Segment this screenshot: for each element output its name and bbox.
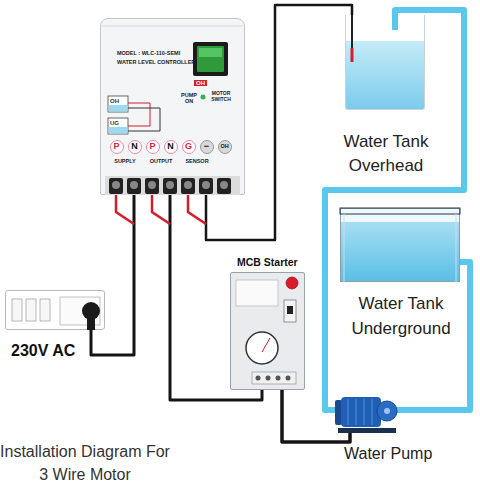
- node-text: N: [165, 141, 176, 152]
- node-text: P: [147, 141, 158, 152]
- node-text: Water Tank Underground: [326, 291, 476, 341]
- motor-cable: [282, 390, 350, 442]
- pump-illustration-part: [335, 400, 342, 425]
- pump-illustration-part: [363, 399, 365, 425]
- underground-tank-details: [340, 208, 460, 282]
- supply-wire: [91, 195, 134, 355]
- node-subtext: WATER LEVEL CONTROLLER: [117, 59, 195, 65]
- delivery-pipe: [325, 10, 464, 410]
- panel-label: OUTPUT: [146, 158, 176, 164]
- node-text: −: [201, 141, 212, 152]
- node-text: N: [129, 141, 140, 152]
- red-wires-part: [188, 195, 206, 224]
- red-wires-part: [116, 195, 134, 224]
- terminal-circle: G: [182, 140, 196, 154]
- pump-illustration-part: [384, 408, 390, 414]
- mcb-starter-box: MCB Starter: [230, 272, 305, 390]
- red-wires-part: [152, 195, 170, 224]
- pump-illustration-part: [355, 399, 357, 425]
- pump-illustration-part: [371, 399, 373, 425]
- node-text: OH: [219, 141, 230, 152]
- node-text: G: [183, 141, 194, 152]
- water-pump: Water Pump: [335, 393, 395, 433]
- terminal-circle: −: [200, 140, 214, 154]
- panel-label: SUPPLY: [110, 158, 140, 164]
- panel-label: PUMP ON: [178, 92, 200, 104]
- node-text: MCB Starter: [237, 256, 298, 268]
- pump-illustration-part: [347, 399, 349, 425]
- panel-label: OH: [110, 98, 119, 104]
- caption-text: Installation Diagram For 3 Wire Motor: [0, 440, 170, 482]
- node-text: 230V AC: [11, 342, 75, 360]
- switchboard: 230V AC: [5, 290, 105, 330]
- panel-label: SENSOR: [182, 158, 212, 164]
- controller-box: MODEL : WLC-110-SEMI WATER LEVEL CONTROLL…: [100, 18, 245, 195]
- panel-label: UG: [110, 120, 119, 126]
- terminal-circle: OH: [218, 140, 232, 154]
- pump-illustration-part: [338, 428, 396, 433]
- terminal-circle: P: [146, 140, 160, 154]
- node-text: Water Pump: [344, 445, 432, 463]
- node-text: MODEL : WLC-110-SEMI: [117, 50, 180, 56]
- node-text: Water Tank Overhead: [321, 130, 451, 178]
- terminal-circle: P: [110, 140, 124, 154]
- red-wires: [116, 195, 206, 224]
- terminal-circle: N: [128, 140, 142, 154]
- pump-illustration-part: [377, 401, 397, 421]
- underground-tank: Water Tank Underground: [340, 208, 460, 282]
- panel-label: OH: [194, 80, 207, 86]
- pump-illustration-part: [341, 397, 381, 427]
- terminal-circle: N: [164, 140, 178, 154]
- panel-label: MOTOR SWITCH: [206, 90, 236, 102]
- pump-illustration: [335, 397, 397, 433]
- overhead-tank: Water Tank Overhead: [345, 15, 425, 110]
- node-text: P: [111, 141, 122, 152]
